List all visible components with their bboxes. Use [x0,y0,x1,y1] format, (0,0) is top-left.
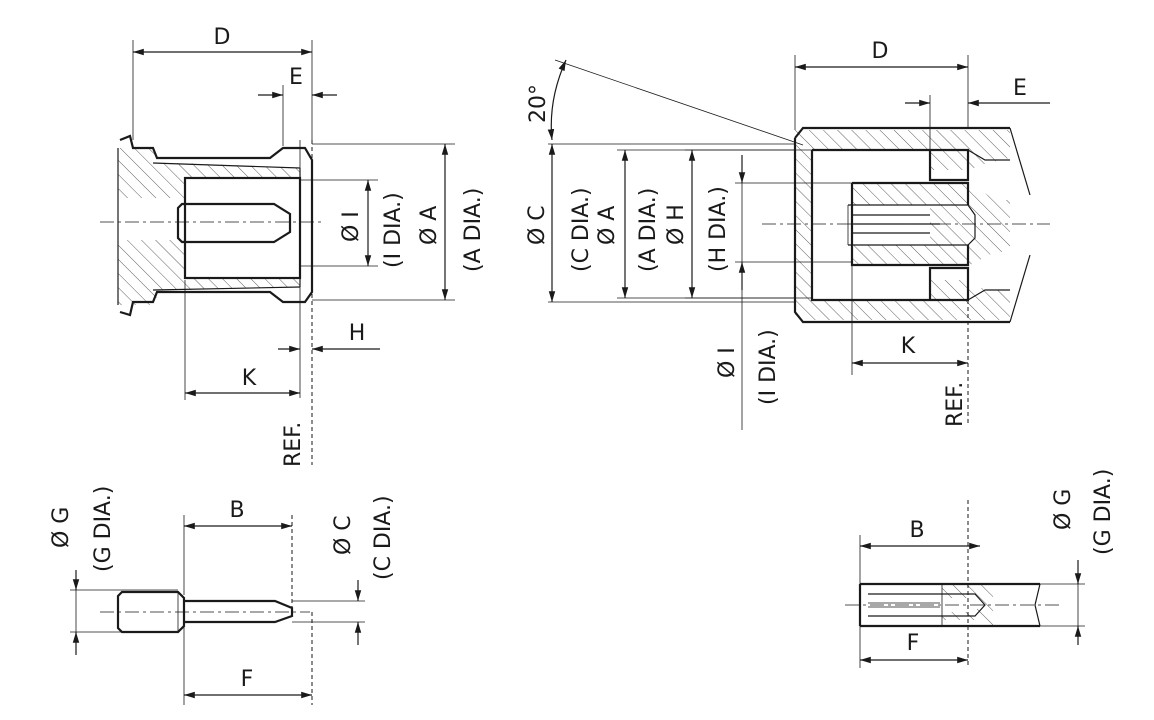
plug-ref-label: REF. [943,382,968,427]
pin-dim-label-b: B [229,498,244,523]
pin-dia-c-note: (C DIA.) [371,495,396,580]
socket-outline [858,582,1040,628]
plug-dia-h-note: (H DIA.) [706,186,731,272]
plug-dia-h-label: Ø H [664,204,689,245]
plug-dia-a-label: Ø A [595,206,620,245]
male-pin-detail: Ø G (G DIA.) B F Ø C (C DIA.) [49,486,396,705]
plug-dia-c-label: Ø C [525,205,550,245]
dim-label-k: K [242,366,257,391]
plug-shell-outline [793,126,1010,324]
angle-label: 20° [526,84,551,123]
plug-dim-label-d: D [872,39,889,64]
pin-dim-label-f: F [241,667,254,692]
plug-dia-i-note: (I DIA.) [756,329,781,405]
dia-i-label: Ø I [339,211,364,242]
socket-contact-detail: B F Ø G (G DIA.) [845,469,1116,668]
dim-label-e: E [289,65,303,90]
jack-body-hatch-lower [118,240,300,305]
jack-cavity [183,176,302,280]
pin-dia-g-label: Ø G [49,507,74,548]
dim-label-d: D [214,25,231,50]
dia-a-note: (A DIA.) [461,188,486,272]
dia-i-note: (I DIA.) [381,192,406,268]
pin-dia-g-note: (G DIA.) [91,486,116,572]
jack-body-hatch-upper [118,148,300,198]
socket-dia-g-label: Ø G [1051,489,1076,530]
dim-label-h: H [349,321,366,346]
plug-dim-label-e: E [1013,76,1027,101]
plug-dia-i-label: Ø I [715,347,740,378]
ref-label: REF. [281,422,306,467]
male-jack-view: D E H K REF. Ø I (I DIA.) Ø A (A DIA.) [100,25,486,467]
jack-pin [176,202,292,244]
female-plug-view: 20° D E Ø C (C DIA.) Ø A (A DIA.) Ø H (H… [525,39,1050,430]
pin-tip [184,599,294,624]
socket-dim-label-f: F [907,631,920,656]
plug-dim-label-k: K [901,334,916,359]
socket-hatch [942,584,993,630]
socket-dia-g-note: (G DIA.) [1091,469,1116,555]
dia-a-label: Ø A [417,206,442,245]
pin-dia-c-label: Ø C [331,515,356,555]
plug-dia-c-note: (C DIA.) [569,187,594,272]
socket-dim-label-b: B [909,518,924,543]
plug-dia-a-note: (A DIA.) [636,188,661,272]
